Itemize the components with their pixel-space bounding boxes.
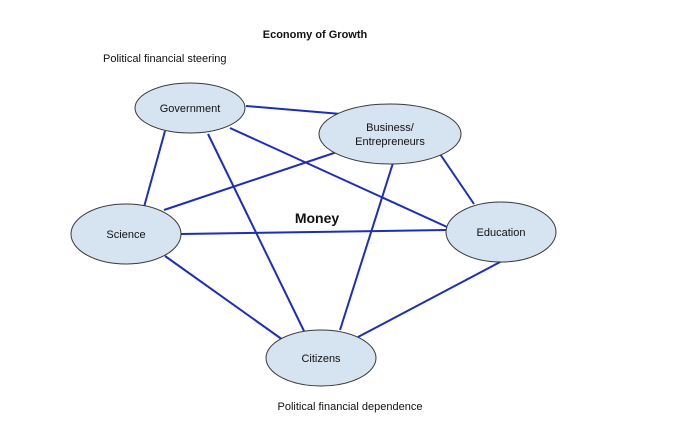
node-education-label: Education bbox=[477, 227, 526, 239]
node-citizens: Citizens bbox=[265, 329, 377, 387]
top-note: Political financial steering bbox=[103, 53, 227, 65]
node-business: Business/Entrepreneurs bbox=[318, 103, 462, 165]
node-citizens-shape bbox=[265, 329, 377, 387]
edge-science-citizens bbox=[164, 255, 284, 341]
bottom-note: Political financial dependence bbox=[278, 401, 423, 413]
node-education: Education bbox=[445, 201, 557, 263]
edge-government-education bbox=[229, 127, 459, 233]
center-label: Money bbox=[295, 210, 340, 226]
node-science-shape bbox=[70, 203, 182, 265]
edge-business-citizens bbox=[339, 162, 394, 331]
node-citizens-label: Citizens bbox=[301, 353, 341, 365]
edge-science-education bbox=[180, 229, 447, 235]
node-government-shape bbox=[134, 82, 246, 134]
edge-government-science bbox=[143, 130, 166, 208]
node-education-shape bbox=[445, 201, 557, 263]
diagram-title: Economy of Growth bbox=[263, 29, 368, 41]
node-business-shape bbox=[318, 103, 462, 165]
node-business-label: Entrepreneurs bbox=[355, 136, 425, 148]
node-government: Government bbox=[134, 82, 246, 134]
edge-education-citizens bbox=[357, 260, 503, 338]
node-science: Science bbox=[70, 203, 182, 265]
edge-business-science bbox=[163, 151, 338, 211]
node-science-label: Science bbox=[106, 229, 145, 241]
node-business-label: Business/ bbox=[366, 122, 415, 134]
connection-lines bbox=[143, 105, 503, 341]
node-government-label: Government bbox=[160, 103, 221, 115]
edge-business-education bbox=[439, 153, 475, 205]
edge-government-business bbox=[245, 105, 342, 115]
